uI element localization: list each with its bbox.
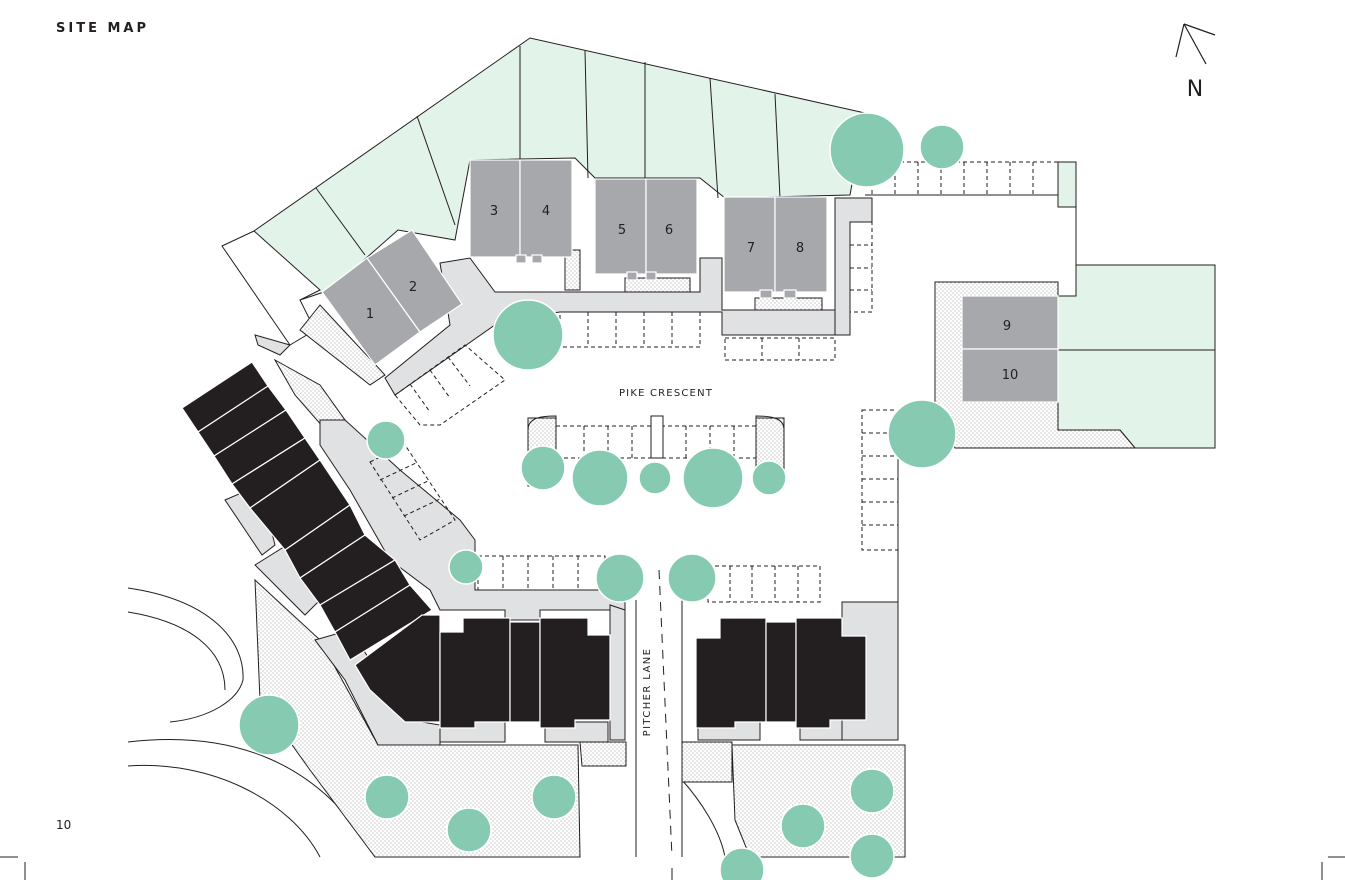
- tree: [238, 694, 300, 756]
- unit-label: 8: [796, 241, 804, 256]
- tree: [780, 803, 826, 849]
- tree: [751, 460, 787, 496]
- unit-label: 6: [665, 223, 673, 238]
- unit-9: [961, 295, 1059, 350]
- tree: [719, 847, 765, 880]
- unit-2: [366, 229, 463, 333]
- unit-label: 2: [409, 280, 417, 295]
- tree: [638, 461, 672, 495]
- unit-labels: 1 2 3 4 5 6 7 8 9 10: [366, 204, 1018, 383]
- tree: [887, 399, 957, 469]
- north-arrow-icon: [1175, 23, 1216, 65]
- street-label-pitcher-lane: PITCHER LANE: [642, 648, 653, 737]
- rear-gardens: [221, 37, 1077, 346]
- tree: [829, 112, 905, 188]
- tree: [448, 549, 484, 585]
- unit-label: 4: [542, 204, 550, 219]
- tree: [849, 768, 895, 814]
- tree: [492, 299, 564, 371]
- trees: [238, 112, 965, 880]
- tree: [849, 833, 895, 879]
- unit-4: [519, 159, 573, 258]
- unit-7: [723, 196, 776, 293]
- page-number: 10: [56, 818, 72, 832]
- tree: [919, 124, 965, 170]
- unit-label: 5: [618, 223, 626, 238]
- tree: [446, 807, 492, 853]
- unit-label: 7: [747, 241, 755, 256]
- unit-10: [961, 348, 1059, 403]
- tree: [571, 449, 629, 507]
- unit-label: 1: [366, 307, 374, 322]
- page-title: SITE MAP: [56, 21, 149, 36]
- east-gardens: [1057, 264, 1216, 449]
- street-label-pike-crescent: PIKE CRESCENT: [619, 388, 713, 399]
- unit-8: [774, 196, 828, 293]
- unit-6: [645, 178, 698, 275]
- unit-buildings: [321, 159, 1059, 403]
- parking-bays: [369, 161, 1059, 603]
- north-label: N: [1187, 77, 1203, 102]
- tree: [364, 774, 410, 820]
- tree: [667, 553, 717, 603]
- tree: [682, 447, 744, 509]
- tree: [531, 774, 577, 820]
- tree: [366, 420, 406, 460]
- unit-label: 10: [1002, 368, 1019, 383]
- unit-label: 3: [490, 204, 498, 219]
- unit-label: 9: [1003, 319, 1011, 334]
- tree: [520, 445, 566, 491]
- crop-marks: [0, 856, 1345, 880]
- tree: [595, 553, 645, 603]
- central-island: [527, 415, 785, 486]
- existing-buildings: [181, 361, 867, 729]
